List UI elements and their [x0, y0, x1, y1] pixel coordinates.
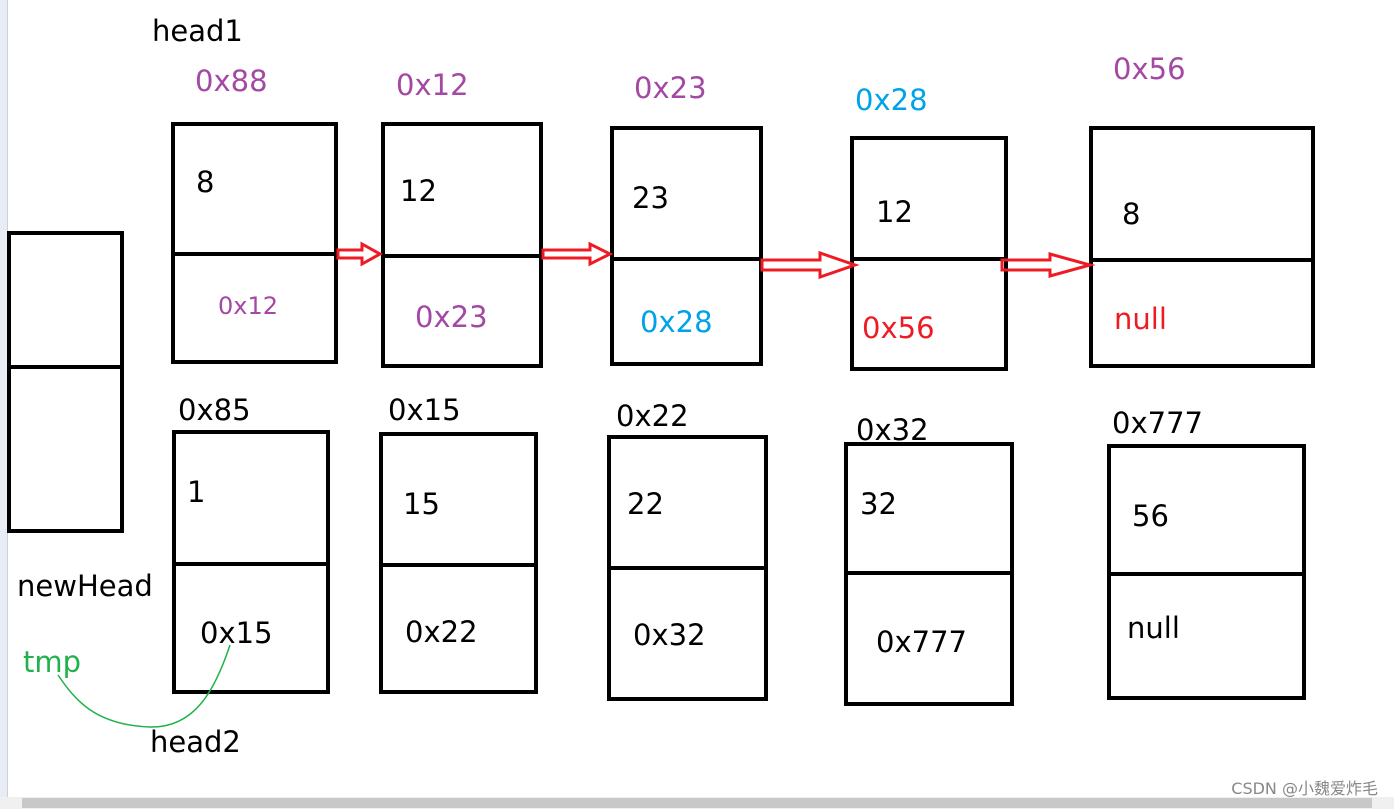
- list1-node3-address: 0x23: [634, 71, 707, 105]
- list2-node4-next: 0x777: [876, 625, 967, 659]
- node-divider: [176, 562, 326, 566]
- list1-node1-value: 8: [196, 165, 215, 199]
- next-arrow-4: [1000, 252, 1096, 278]
- list1-node4-address: 0x28: [855, 83, 928, 117]
- list2-node3-value: 22: [627, 487, 664, 521]
- list1-node2: [381, 122, 543, 368]
- list2-node5-next: null: [1127, 611, 1180, 645]
- list2-node4-value: 32: [860, 487, 897, 521]
- node-divider: [1093, 258, 1311, 262]
- node-divider: [1111, 572, 1302, 576]
- head2-label: head2: [150, 725, 241, 759]
- list2-node4: [844, 442, 1014, 706]
- list1-node4: [850, 136, 1008, 371]
- list2-node1: [172, 430, 330, 694]
- list1-node5: [1089, 126, 1315, 368]
- tmp-label: tmp: [23, 645, 82, 679]
- next-arrow-3: [760, 250, 860, 280]
- next-arrow-2: [541, 241, 614, 267]
- list1-node4-value: 12: [876, 195, 913, 229]
- scrollbar-thumb[interactable]: [22, 798, 1372, 808]
- list1-node1-address: 0x88: [195, 64, 268, 98]
- list2-node4-address: 0x32: [856, 413, 929, 447]
- horizontal-scrollbar[interactable]: [0, 797, 1394, 809]
- list2-node3: [607, 435, 768, 701]
- node-divider: [385, 254, 539, 258]
- newhead-label: newHead: [17, 569, 153, 603]
- list2-node1-value: 1: [187, 475, 206, 509]
- list1-node2-address: 0x12: [396, 68, 469, 102]
- list2-node5: [1107, 444, 1306, 700]
- list1-node5-value: 8: [1122, 197, 1141, 231]
- node-divider: [383, 563, 534, 567]
- list2-node3-address: 0x22: [616, 399, 689, 433]
- node-divider: [11, 365, 120, 369]
- list2-node3-next: 0x32: [633, 618, 706, 652]
- list2-node2-address: 0x15: [388, 393, 461, 427]
- node-divider: [848, 571, 1010, 575]
- node-divider: [175, 252, 334, 256]
- list1-node5-next: null: [1114, 302, 1167, 336]
- list1-node3: [610, 126, 763, 366]
- node-divider: [854, 257, 1004, 261]
- list1-node1: [171, 122, 338, 364]
- list1-node4-next: 0x56: [862, 311, 935, 345]
- list2-node1-next: 0x15: [200, 616, 273, 650]
- list2-node2-next: 0x22: [405, 615, 478, 649]
- list1-node1-next: 0x12: [218, 292, 279, 320]
- list1-node5-address: 0x56: [1113, 52, 1186, 86]
- list2-node5-value: 56: [1132, 499, 1169, 533]
- list1-node3-next: 0x28: [640, 305, 713, 339]
- newhead-node: [7, 231, 124, 533]
- node-divider: [611, 566, 764, 570]
- list1-node3-value: 23: [632, 181, 669, 215]
- list2-node5-address: 0x777: [1112, 406, 1203, 440]
- list2-node2: [379, 432, 538, 694]
- tmp-pointer-curve: [57, 644, 231, 728]
- node-divider: [614, 257, 759, 261]
- list2-node2-value: 15: [403, 487, 440, 521]
- head1-label: head1: [152, 14, 243, 48]
- list1-node2-value: 12: [400, 174, 437, 208]
- list1-node2-next: 0x23: [415, 300, 488, 334]
- next-arrow-1: [336, 241, 384, 267]
- watermark: CSDN @小魏爱炸毛: [1231, 779, 1378, 798]
- list2-node1-address: 0x85: [178, 393, 251, 427]
